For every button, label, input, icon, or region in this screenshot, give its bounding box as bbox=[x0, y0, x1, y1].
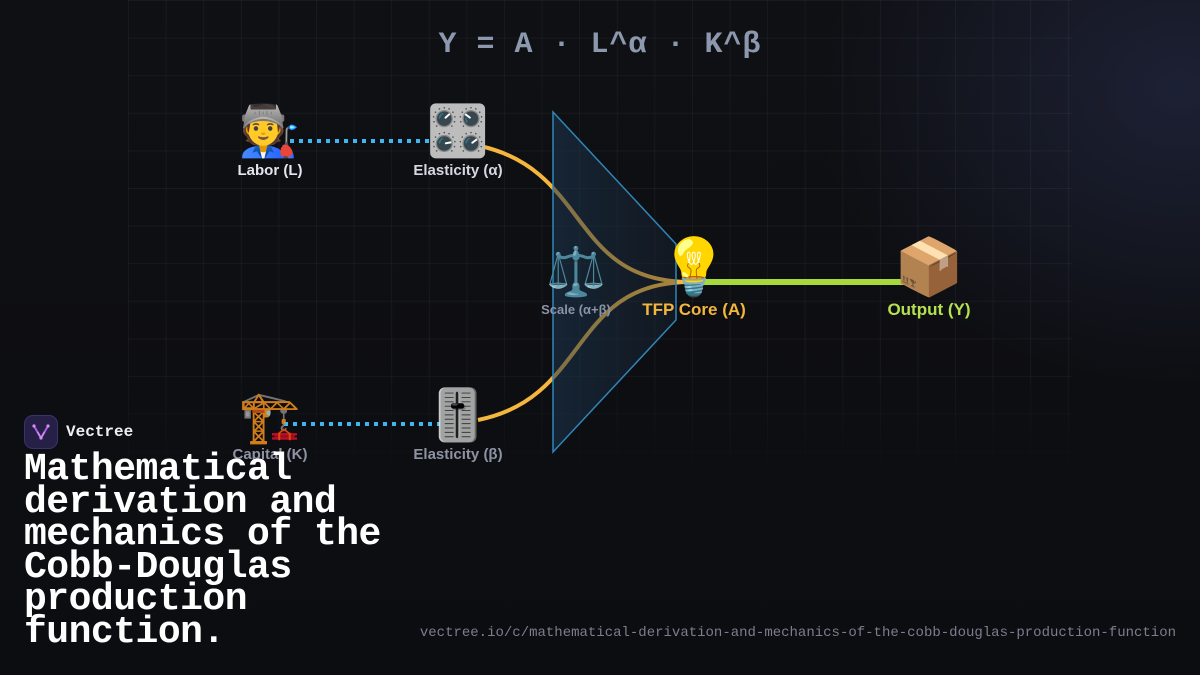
formula-title: Y = A · L^α · K^β bbox=[438, 28, 762, 62]
tfp-core-node: 💡 TFP Core (A) bbox=[642, 240, 746, 320]
worker-icon: 🧑‍🏭 bbox=[238, 102, 302, 160]
capital-node: 🏗️ Capital (K) bbox=[233, 392, 308, 463]
construction-crane-icon: 🏗️ bbox=[238, 388, 302, 446]
source-url: vectree.io/c/mathematical-derivation-and… bbox=[419, 625, 1176, 641]
elasticity-beta-label: Elasticity (β) bbox=[413, 446, 503, 463]
capital-label: Capital (K) bbox=[232, 446, 308, 463]
output-node: 📦 Output (Y) bbox=[887, 240, 970, 320]
vectree-logo-icon bbox=[24, 415, 58, 449]
page-headline: Mathematical derivation and mechanics of… bbox=[24, 448, 381, 654]
package-icon: 📦 bbox=[894, 235, 964, 300]
output-label: Output (Y) bbox=[887, 300, 971, 319]
scale-node: ⚖️ Scale (α+β) bbox=[541, 248, 611, 317]
labor-node: 🧑‍🏭 Labor (L) bbox=[238, 106, 303, 179]
balance-scale-icon: ⚖️ bbox=[546, 244, 606, 300]
elasticity-alpha-node: 🎛️ Elasticity (α) bbox=[413, 106, 502, 179]
scale-label: Scale (α+β) bbox=[541, 302, 611, 317]
elasticity-beta-node: 🎚️ Elasticity (β) bbox=[413, 390, 502, 463]
scale-prism bbox=[552, 110, 677, 454]
light-bulb-icon: 💡 bbox=[659, 235, 729, 300]
brand-name: Vectree bbox=[66, 423, 134, 441]
elasticity-alpha-label: Elasticity (α) bbox=[413, 162, 503, 179]
labor-label: Labor (L) bbox=[237, 162, 303, 179]
brand: Vectree bbox=[24, 415, 133, 449]
control-knobs-icon: 🎛️ bbox=[426, 102, 490, 160]
tfp-core-label: TFP Core (A) bbox=[642, 300, 746, 319]
level-slider-icon: 🎚️ bbox=[426, 386, 490, 444]
